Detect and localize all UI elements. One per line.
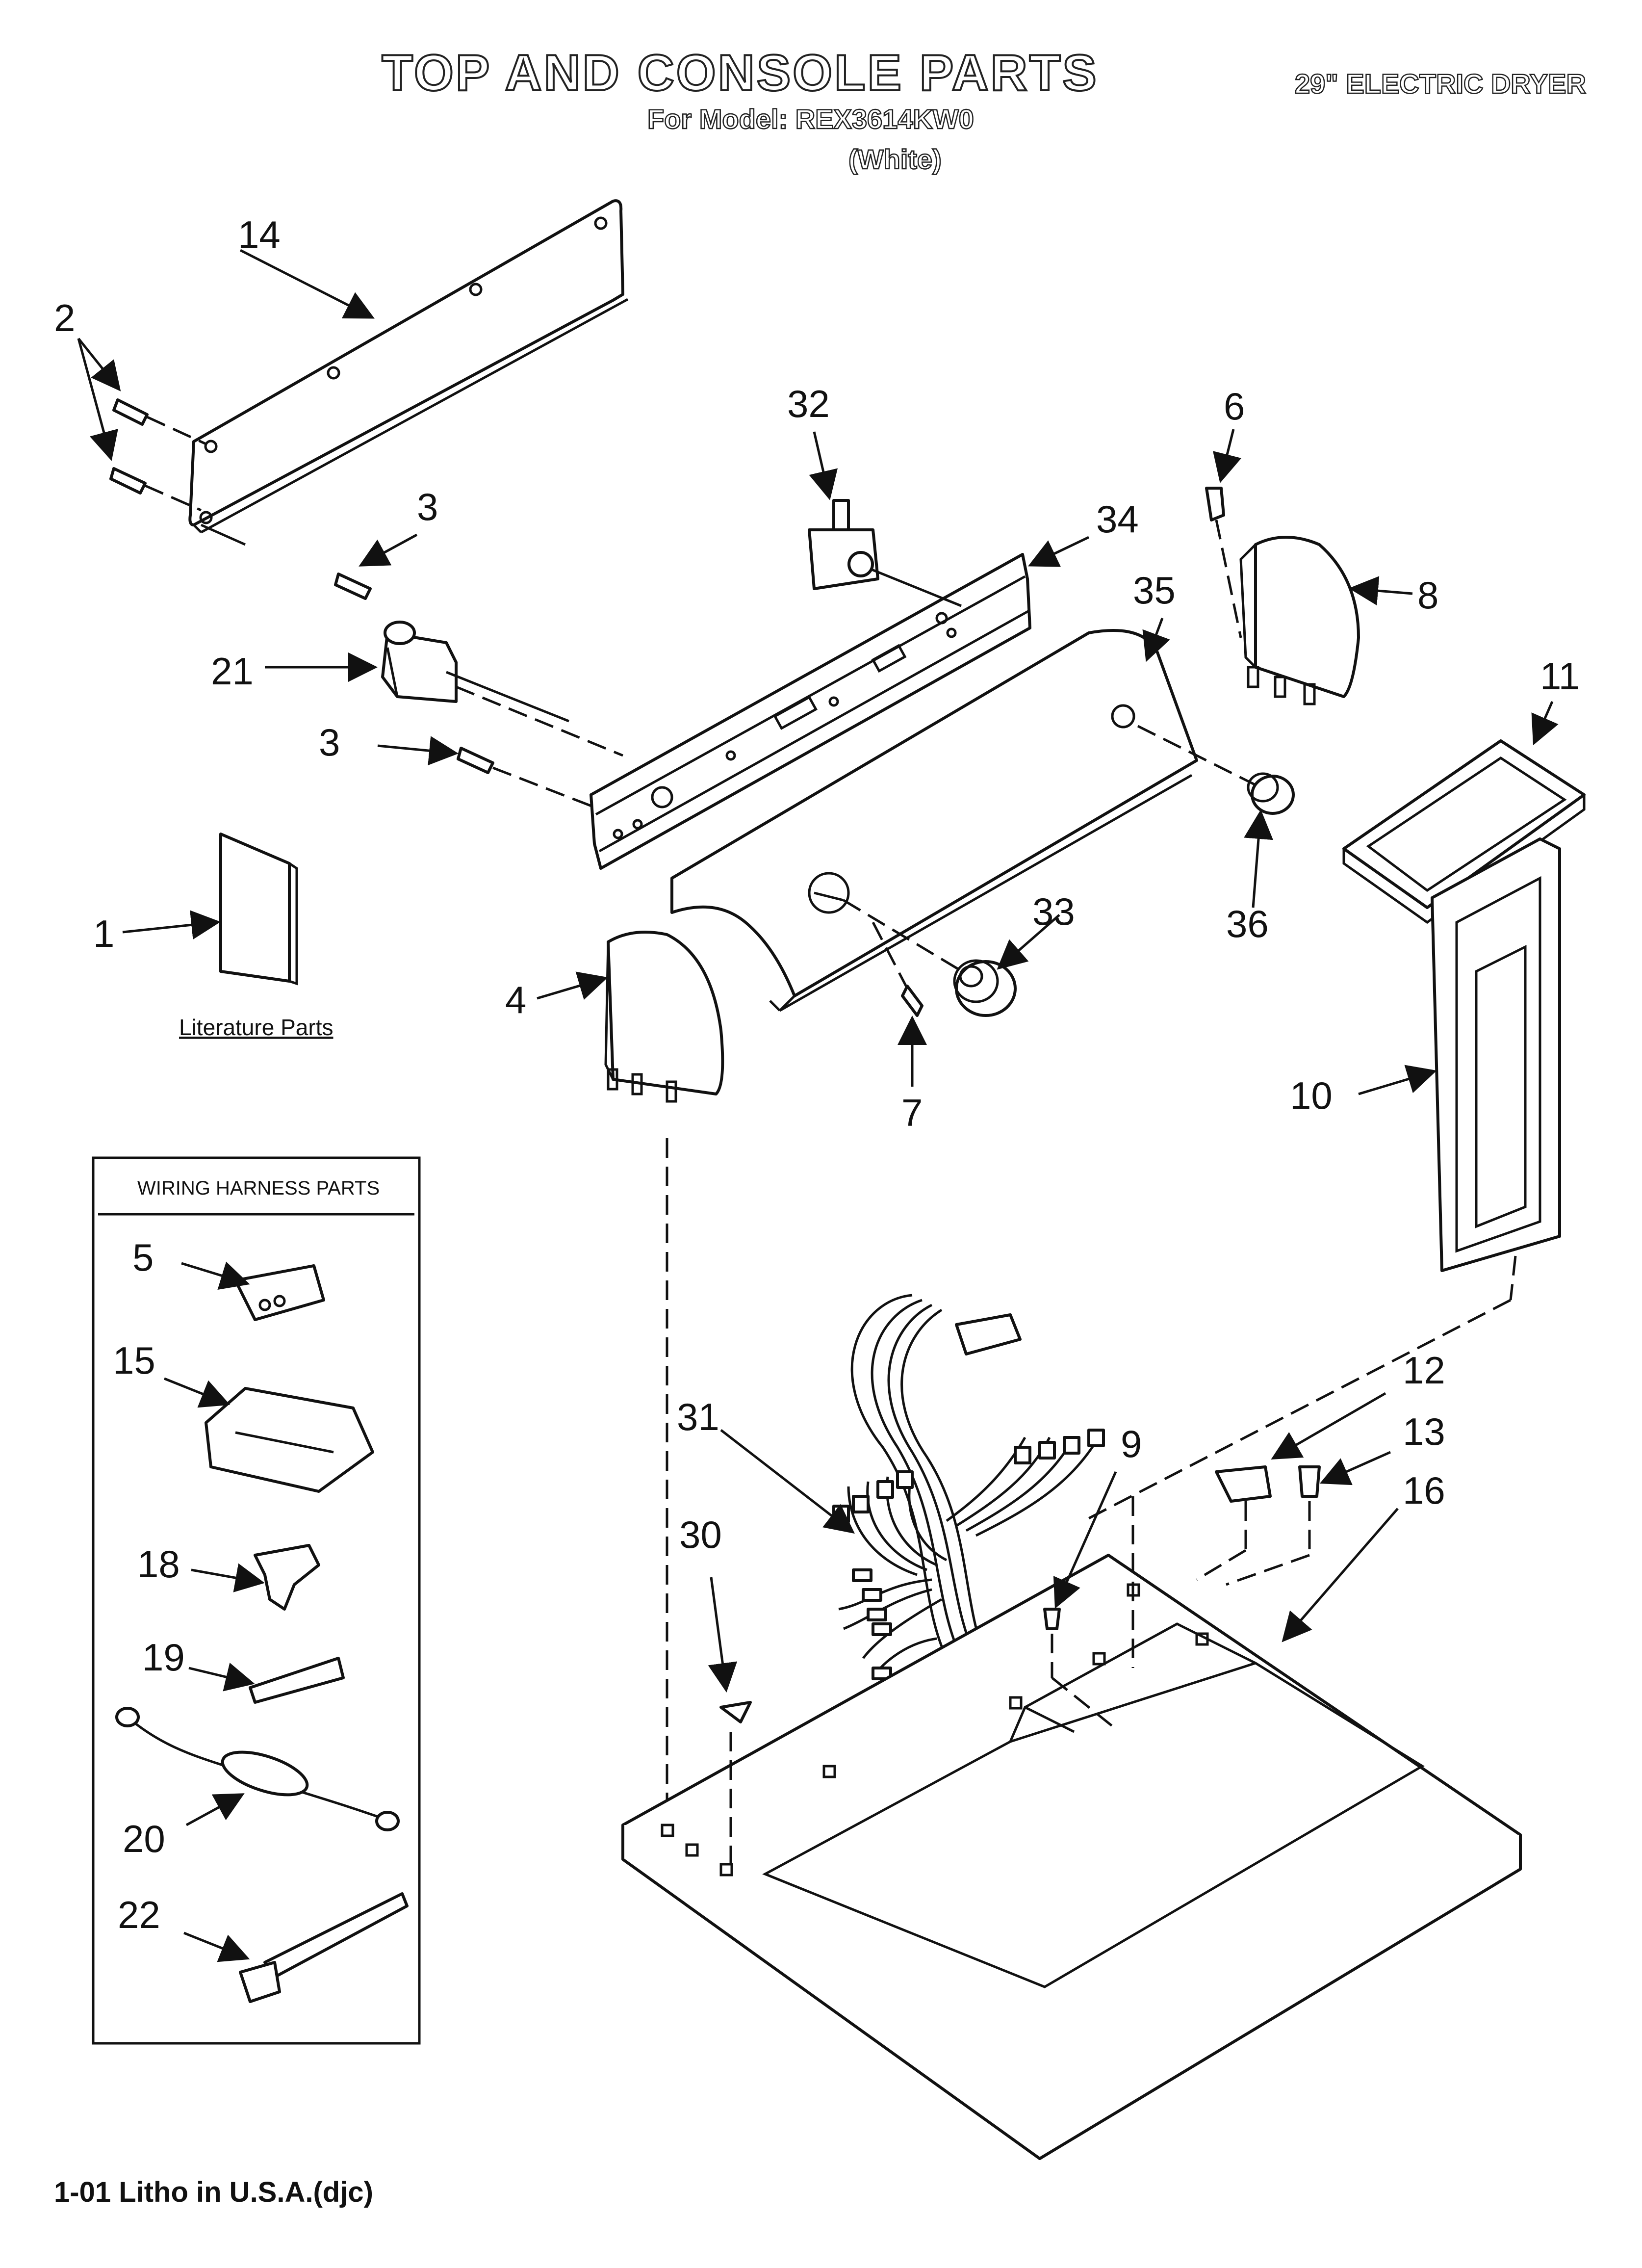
- part-18-clip: [254, 1544, 320, 1611]
- part-22-cable-tie: [239, 1892, 409, 2003]
- callout-1: 1: [93, 912, 114, 955]
- part-4-end-cap-left: [604, 931, 724, 1825]
- model-color: (White): [848, 143, 942, 176]
- callout-8: 8: [1417, 574, 1438, 617]
- part-6-screw: [1205, 487, 1242, 638]
- part-30-clip: [719, 1701, 752, 1864]
- part-11-lint-filter-cover: [1342, 739, 1586, 924]
- part-20-thermal-fuse: [115, 1707, 400, 1831]
- part-9-screw: [1043, 1608, 1114, 1728]
- callout-10: 10: [1290, 1074, 1333, 1117]
- callout-12: 12: [1403, 1349, 1445, 1392]
- callout-33: 33: [1032, 890, 1075, 933]
- callout-21: 21: [211, 650, 254, 693]
- callout-15: 15: [113, 1339, 155, 1382]
- callout-6: 6: [1224, 385, 1245, 428]
- part-1-literature: [219, 833, 298, 986]
- callout-11: 11: [1540, 654, 1580, 698]
- part-36-knob: [1247, 772, 1295, 815]
- part-14-rear-bracket: [188, 199, 629, 546]
- part-8-end-cap-right: [1239, 536, 1360, 705]
- callout-4: 4: [505, 978, 526, 1021]
- part-3-screws: [334, 573, 614, 816]
- callout-2: 2: [54, 296, 75, 339]
- literature-parts-label: Literature Parts: [179, 1015, 333, 1040]
- callout-22: 22: [118, 1893, 160, 1936]
- callout-7: 7: [901, 1091, 923, 1134]
- callout-14: 14: [238, 213, 281, 256]
- part-16-top-panel: [621, 1554, 1522, 2160]
- callout-5: 5: [132, 1236, 154, 1279]
- leader-lines: [77, 249, 1559, 1962]
- callout-18: 18: [137, 1542, 180, 1586]
- callout-16: 16: [1403, 1469, 1445, 1512]
- harness-parts-box: [92, 1156, 421, 2045]
- part-19-terminal: [249, 1657, 345, 1704]
- callout-numbers: 14 2 3 21 3 1 4 32 34 35 6 8 11 36 33 7 …: [54, 213, 1580, 1936]
- callout-19: 19: [142, 1636, 185, 1679]
- model-number: For Model: REX3614KW0: [647, 103, 975, 135]
- part-10-lint-filter: [1083, 837, 1561, 1522]
- part-31-main-harness: [832, 1294, 1105, 1680]
- part-15-connector-block: [205, 1387, 374, 1493]
- part-32-switch: [808, 499, 962, 607]
- callout-13: 13: [1403, 1410, 1445, 1453]
- callout-36: 36: [1226, 902, 1269, 945]
- callout-32: 32: [787, 382, 830, 425]
- page-title: TOP AND CONSOLE PARTS: [381, 44, 1099, 103]
- part-5-connector: [234, 1264, 325, 1321]
- part-33-knob: [953, 959, 1017, 1017]
- harness-box-title: WIRING HARNESS PARTS: [137, 1177, 380, 1199]
- part-34-console-panel: [590, 553, 1031, 870]
- part-13-screw: [1226, 1465, 1321, 1586]
- part-12-clip: [1131, 1465, 1272, 1668]
- callout-3-top: 3: [417, 485, 438, 528]
- callout-3-bottom: 3: [319, 721, 340, 764]
- callout-30: 30: [679, 1513, 722, 1556]
- product-type: 29" ELECTRIC DRYER: [1294, 68, 1587, 100]
- callout-31: 31: [677, 1395, 719, 1438]
- callout-20: 20: [123, 1817, 165, 1860]
- part-2-screws: [109, 398, 207, 512]
- part-35-console-shell: [670, 629, 1257, 1012]
- part-21-timer: [381, 621, 623, 757]
- callout-34: 34: [1096, 497, 1139, 541]
- litho-footer: 1-01 Litho in U.S.A.(djc): [54, 2176, 373, 2208]
- callout-35: 35: [1133, 569, 1176, 612]
- callout-9: 9: [1121, 1422, 1142, 1465]
